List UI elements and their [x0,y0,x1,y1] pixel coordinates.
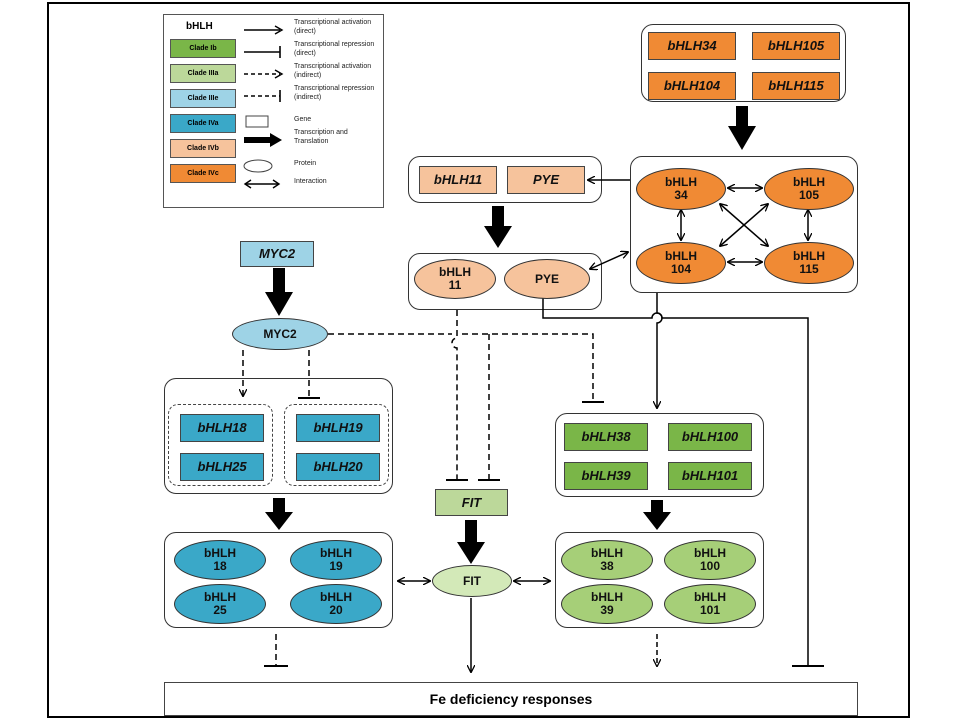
legend-item-protein: Protein [236,155,381,177]
legend-label: Protein [294,160,317,167]
gene-bhlh18: bHLH18 [180,414,264,442]
legend-title: bHLH [186,21,213,32]
gene-bhlh104: bHLH104 [648,72,736,100]
legend-label: Transcriptional activation (indirect) [294,63,372,79]
legend-label: Transcriptional repression (indirect) [294,85,375,101]
legend-clade-ivb: Clade IVb [170,139,236,158]
interaction-pye-ivc [590,252,628,269]
gene-pye: PYE [507,166,585,194]
thick-arrow-ivc [728,106,756,150]
solid-tbar-icon [244,46,281,58]
thick-arrow-fit [457,520,485,564]
protein-fit: FIT [432,565,512,597]
legend-label: Interaction [294,178,327,185]
interaction-105-104 [720,204,768,246]
gene-bhlh19: bHLH19 [296,414,380,442]
legend-label: Transcriptional repression (direct) [294,41,375,57]
gene-bhlh38: bHLH38 [564,423,648,451]
gene-box-icon [245,115,269,128]
solid-arrow-icon [244,25,284,35]
legend-item-gene: Gene [236,111,381,133]
repression-pye-to-fe [542,295,809,666]
gene-bhlh105: bHLH105 [752,32,840,60]
legend-label: Gene [294,116,312,123]
double-arrow-icon [243,179,281,189]
legend-item-repression-indirect: Transcriptional repression (indirect) [236,85,381,107]
fe-deficiency-responses-box: Fe deficiency responses [164,682,858,716]
protein-pye: PYE [504,259,590,299]
legend-item-activation-indirect: Transcriptional activation (indirect) [236,63,381,85]
arrow-ivc-to-ib-genes [657,293,663,408]
thick-arrow-ib [643,500,671,530]
gene-bhlh11: bHLH11 [419,166,497,194]
legend-item-interaction: Interaction [236,173,381,195]
clade-ivc-gene-group [641,24,846,102]
dashed-arrow-icon [244,69,284,79]
bhlh19-20-subgroup [284,404,389,486]
figure-border [47,2,910,718]
gene-fit: FIT [435,489,508,516]
dashed-tbar-icon [244,90,281,102]
gene-bhlh100: bHLH100 [668,423,752,451]
legend-label: Transcriptional activation (direct) [294,19,372,35]
thick-arrow-ivb [484,206,512,248]
gene-bhlh101: bHLH101 [668,462,752,490]
thick-arrow-icon [244,133,282,147]
repression-bhlh11-to-fit [451,310,458,480]
gene-bhlh34: bHLH34 [648,32,736,60]
clade-ivc-protein-group [630,156,858,293]
gene-myc2: MYC2 [240,241,314,267]
legend-clade-iiia: Clade IIIa [170,64,236,83]
clade-ib-gene-group [555,413,764,497]
thick-arrow-iva [265,498,293,530]
protein-ellipse-icon [243,159,273,173]
clade-ivb-protein-group [408,253,602,310]
gene-bhlh25: bHLH25 [180,453,264,481]
legend-clade-iiie: Clade IIIe [170,89,236,108]
protein-myc2: MYC2 [232,318,328,350]
clade-ib-protein-group [555,532,764,628]
legend-item-repression-direct: Transcriptional repression (direct) [236,41,381,63]
gene-bhlh20: bHLH20 [296,453,380,481]
legend-item-activation-direct: Transcriptional activation (direct) [236,19,381,41]
legend-clade-ivc: Clade IVc [170,164,236,183]
legend-label: Transcription and Translation [294,129,348,145]
legend-clade-ib: Clade Ib [170,39,236,58]
legend-item-transcription-translation: Transcription and Translation [236,129,381,151]
bhlh18-25-subgroup [168,404,273,486]
gene-bhlh39: bHLH39 [564,462,648,490]
legend-clade-iva: Clade IVa [170,114,236,133]
thick-arrow-myc2 [265,268,293,316]
legend: bHLH Clade Ib Clade IIIa Clade IIIe Clad… [163,14,384,208]
clade-iva-gene-group [164,378,393,494]
clade-iva-protein-group [164,532,393,628]
gene-bhlh115: bHLH115 [752,72,840,100]
